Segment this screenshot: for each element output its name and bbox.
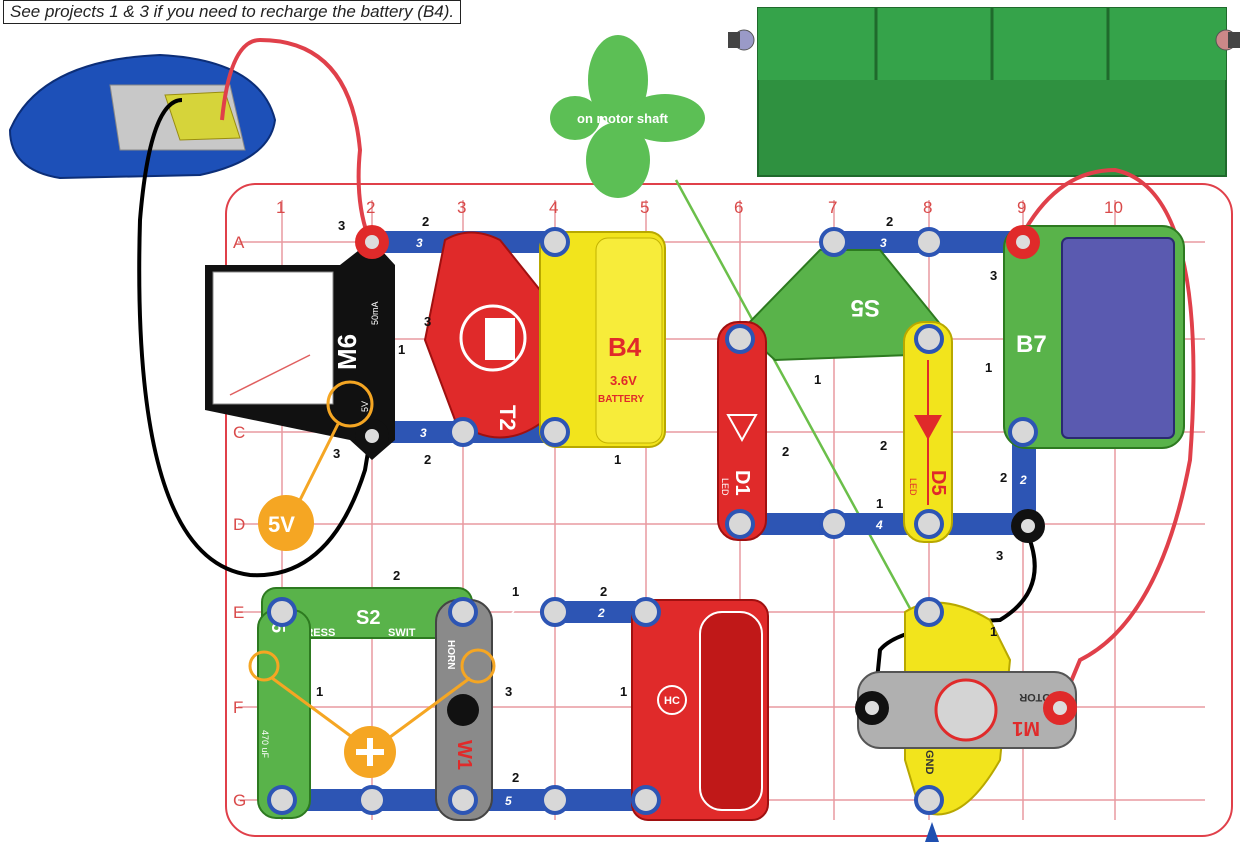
svg-text:2: 2 <box>886 214 893 229</box>
row-label-d: D <box>233 515 245 534</box>
svg-text:2: 2 <box>422 214 429 229</box>
col-label-3: 3 <box>457 198 466 217</box>
col-label-7: 7 <box>828 198 837 217</box>
battery-b4-label: B4 <box>608 332 642 362</box>
component-t2-label: T2 <box>495 405 520 431</box>
col-label-6: 6 <box>734 198 743 217</box>
svg-text:2: 2 <box>880 438 887 453</box>
meter-m6-scale-50ma: 50mA <box>370 301 380 325</box>
svg-text:2: 2 <box>1019 473 1027 487</box>
svg-text:2: 2 <box>424 452 431 467</box>
col-label-4: 4 <box>549 198 558 217</box>
col-label-5: 5 <box>640 198 649 217</box>
fan-blade: on motor shaft <box>550 35 705 198</box>
battery-b4-voltage: 3.6V <box>610 373 637 388</box>
module-hc-label: HC <box>664 695 680 707</box>
led-d1-label: D1 <box>731 470 753 496</box>
row-label-c: C <box>233 423 245 442</box>
svg-text:2: 2 <box>512 770 519 785</box>
svg-text:1: 1 <box>990 624 997 639</box>
svg-text:2: 2 <box>782 444 789 459</box>
svg-text:1: 1 <box>316 684 323 699</box>
svg-text:3: 3 <box>990 268 997 283</box>
recharge-note: See projects 1 & 3 if you need to rechar… <box>3 0 461 24</box>
row-label-a: A <box>233 233 245 252</box>
meter-m6-label: M6 <box>332 334 362 370</box>
fan-label: on motor shaft <box>577 111 669 126</box>
col-label-10: 10 <box>1104 198 1123 217</box>
led-d5-label: D5 <box>927 470 949 496</box>
svg-text:1: 1 <box>398 342 405 357</box>
battery-holder <box>10 55 275 178</box>
led-d5-type: LED <box>908 478 918 496</box>
svg-text:1: 1 <box>876 496 883 511</box>
motor-m1-label: M1 <box>1012 717 1040 739</box>
col-label-8: 8 <box>923 198 932 217</box>
svg-text:1: 1 <box>620 684 627 699</box>
svg-text:2: 2 <box>1000 470 1007 485</box>
svg-text:3: 3 <box>416 236 423 250</box>
led-d1: D1 LED <box>718 322 766 540</box>
motor-m1-side-text: GND <box>923 750 935 775</box>
capacitor-c5-value: 470 uF <box>260 730 270 759</box>
svg-text:2: 2 <box>507 606 515 620</box>
row-label-g: G <box>233 791 246 810</box>
led-d1-type: LED <box>720 478 730 496</box>
svg-text:3: 3 <box>996 548 1003 563</box>
svg-text:1: 1 <box>512 584 519 599</box>
row-label-e: E <box>233 603 244 622</box>
whistle-w1-label: W1 <box>453 740 475 770</box>
col-label-2: 2 <box>366 198 375 217</box>
svg-text:3: 3 <box>880 236 887 250</box>
whistle-w1-type: HORN <box>445 640 456 669</box>
svg-text:3: 3 <box>424 314 431 329</box>
col-label-1: 1 <box>276 198 285 217</box>
battery-b4-type: BATTERY <box>598 394 644 405</box>
svg-text:2: 2 <box>393 568 400 583</box>
svg-text:2: 2 <box>600 584 607 599</box>
switch-s2-switch: SWIT <box>388 627 416 639</box>
col-label-9: 9 <box>1017 198 1026 217</box>
svg-text:4: 4 <box>875 518 883 532</box>
switch-s5-label: S5 <box>851 294 880 321</box>
battery-b4: B4 3.6V BATTERY <box>540 232 665 447</box>
svg-text:1: 1 <box>614 452 621 467</box>
solar-cell-b7: B7 <box>1004 226 1184 448</box>
svg-text:3: 3 <box>505 684 512 699</box>
svg-text:3: 3 <box>338 218 345 233</box>
row-label-f: F <box>233 698 243 717</box>
svg-text:2: 2 <box>597 606 605 620</box>
svg-text:5: 5 <box>505 794 512 808</box>
selector-5v-label: 5V <box>268 512 295 537</box>
svg-text:3: 3 <box>420 426 427 440</box>
svg-text:1: 1 <box>814 372 821 387</box>
led-d5: D5 LED <box>904 322 952 542</box>
svg-text:3: 3 <box>333 446 340 461</box>
solar-panel-b7-top <box>728 8 1240 176</box>
svg-text:1: 1 <box>985 360 992 375</box>
switch-s2-label: S2 <box>356 607 380 629</box>
solar-cell-b7-label: B7 <box>1016 331 1047 358</box>
meter-m6-scale-5v: 5V <box>360 401 370 412</box>
